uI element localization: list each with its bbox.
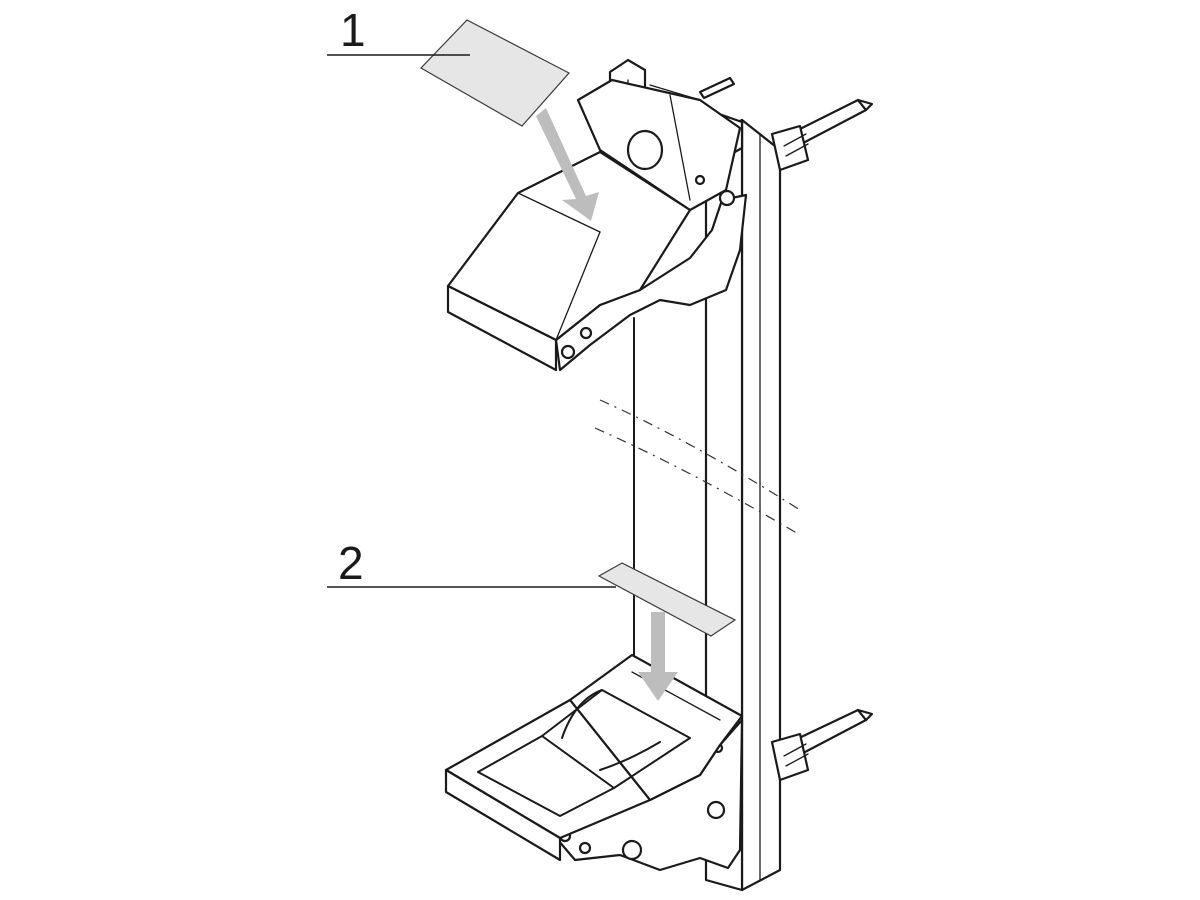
callout-number-2: 2 — [338, 537, 364, 589]
bottom-clamp-jaw — [444, 653, 744, 872]
mounting-bolt-top — [770, 98, 874, 172]
insert-arrow-1 — [536, 108, 599, 221]
callout-number-1: 1 — [340, 4, 366, 56]
top-clamp-jaw — [446, 58, 748, 372]
mounting-bolt-bottom — [770, 708, 874, 782]
label-pad-2 — [597, 562, 737, 637]
break-lines — [594, 399, 801, 536]
insert-arrow-2 — [638, 612, 678, 701]
label-pad-1 — [420, 19, 570, 127]
